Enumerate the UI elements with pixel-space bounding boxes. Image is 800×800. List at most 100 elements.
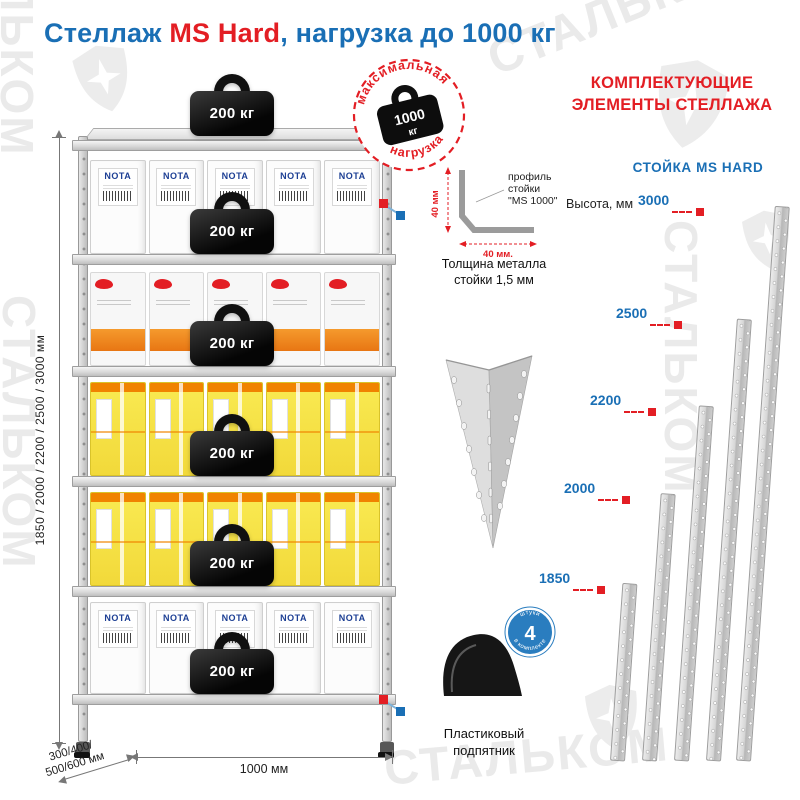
box-label-lines <box>214 297 249 305</box>
profile-angle-shape <box>459 170 534 233</box>
box-barcode <box>161 191 192 201</box>
paper-box-yellow <box>90 382 146 476</box>
box-brand-text: NOTA <box>280 171 307 181</box>
max-load-badge: максимальная нагрузка 1000 кг <box>337 43 480 186</box>
box-strap <box>296 493 301 585</box>
badge-word-top: штуки <box>519 610 540 618</box>
box-label-lines <box>331 297 366 305</box>
svg-text:штуки: штуки <box>519 610 541 618</box>
shelf-row-2 <box>90 272 380 366</box>
box-logo <box>153 279 172 289</box>
paper-box-yellow <box>90 492 146 586</box>
box-brand-text: NOTA <box>338 171 366 181</box>
components-header-line1: КОМПЛЕКТУЮЩИЕ <box>590 74 754 92</box>
box-label: NOTA <box>97 610 138 648</box>
foot-label-line2: подпятник <box>453 742 515 758</box>
box-label: NOTA <box>332 168 373 206</box>
box-brand-text: NOTA <box>162 613 190 623</box>
box-logo <box>95 279 113 289</box>
weight-body: 200 кг <box>190 649 274 694</box>
weight-label: 200 кг <box>209 445 255 462</box>
box-label-lines <box>272 297 307 305</box>
post-height-label: 2500 <box>616 305 648 321</box>
box-top-stripe <box>266 383 321 392</box>
box-label: NOTA <box>332 610 373 648</box>
shelf-bar <box>72 366 396 377</box>
box-label-lines <box>155 297 190 305</box>
post-height-label: 3000 <box>638 192 670 208</box>
box-orange-band <box>149 329 204 351</box>
box-orange-band <box>91 329 145 351</box>
box-label-lines <box>161 625 192 631</box>
arrow-icon <box>459 241 466 247</box>
weight-label: 200 кг <box>209 663 255 680</box>
box-top-stripe <box>149 383 204 392</box>
title-suffix: , нагрузка до 1000 кг <box>280 18 556 48</box>
thickness-line2: стойки 1,5 мм <box>454 273 534 288</box>
box-side-label <box>271 509 288 549</box>
arrow-down-icon <box>55 742 63 750</box>
box-label: NOTA <box>156 610 197 648</box>
box-brand-text: NOTA <box>162 171 190 181</box>
paper-box-nota: NOTA <box>265 160 322 254</box>
box-strap <box>354 383 359 475</box>
box-side-label <box>330 399 347 439</box>
box-label-lines <box>337 183 368 189</box>
box-top-stripe <box>91 383 145 392</box>
box-top-stripe <box>325 383 379 392</box>
box-logo <box>329 279 348 289</box>
shelf-bar <box>72 694 396 705</box>
title-prefix: Стеллаж <box>44 18 170 48</box>
arrow-icon <box>445 167 451 174</box>
weight-handle <box>214 304 250 328</box>
box-barcode <box>102 191 133 201</box>
dimension-tick <box>136 750 137 764</box>
box-label: NOTA <box>273 168 314 206</box>
marker-blue-square <box>396 707 405 716</box>
profile-label-line2: стойки <box>508 183 540 195</box>
marker-red-square <box>379 199 388 208</box>
page-title: Стеллаж MS Hard, нагрузка до 1000 кг <box>44 18 556 49</box>
plastic-foot-highlight <box>450 644 477 693</box>
box-top-stripe <box>325 493 379 502</box>
shelf-bar <box>72 254 396 265</box>
badge-weight-value: 1000 <box>392 105 426 128</box>
box-brand-text: NOTA <box>280 613 307 623</box>
foot-label-line1: Пластиковый <box>443 726 525 741</box>
width-label: 1000 мм <box>239 762 289 776</box>
paper-box-nota: NOTA <box>324 602 380 694</box>
box-label-lines <box>102 625 133 631</box>
rack-foot <box>380 742 394 754</box>
post-dash-line <box>672 211 692 213</box>
weight-label: 200 кг <box>209 105 255 122</box>
box-label-lines <box>337 625 368 631</box>
weight-200kg: 200 кг <box>190 632 274 694</box>
weight-label: 200 кг <box>209 555 255 572</box>
box-barcode <box>161 633 192 643</box>
badge-weight-body <box>376 94 444 146</box>
paper-box-nota: NOTA <box>265 602 322 694</box>
plastic-foot-image <box>443 634 522 696</box>
watermark-text: СТАЛЬКОМ <box>0 0 43 157</box>
box-orange-band <box>325 329 379 351</box>
box-brand-text: NOTA <box>221 171 249 181</box>
box-barcode <box>337 633 368 643</box>
weight-body: 200 кг <box>190 541 274 586</box>
thickness-line1: Толщина металла <box>441 257 547 271</box>
box-top-stripe <box>266 493 321 502</box>
weight-handle <box>214 192 250 216</box>
box-brand-text: NOTA <box>104 613 132 623</box>
arrow-up-icon <box>55 130 63 138</box>
post-height-label: 1850 <box>539 570 571 586</box>
box-side-label <box>271 399 288 439</box>
box-line <box>149 541 204 543</box>
upright-subheader: СТОЙКА MS HARD <box>632 160 764 175</box>
dimension-tick <box>52 137 66 138</box>
weight-handle <box>214 632 250 656</box>
box-line <box>266 431 321 433</box>
rack-upright-right <box>382 136 392 742</box>
profile-horizontal-dim-label: 40 мм. <box>483 249 513 260</box>
arrow-right-icon <box>385 753 393 761</box>
profile-leader-line <box>475 189 505 203</box>
badge-weight-unit: кг <box>407 126 419 139</box>
